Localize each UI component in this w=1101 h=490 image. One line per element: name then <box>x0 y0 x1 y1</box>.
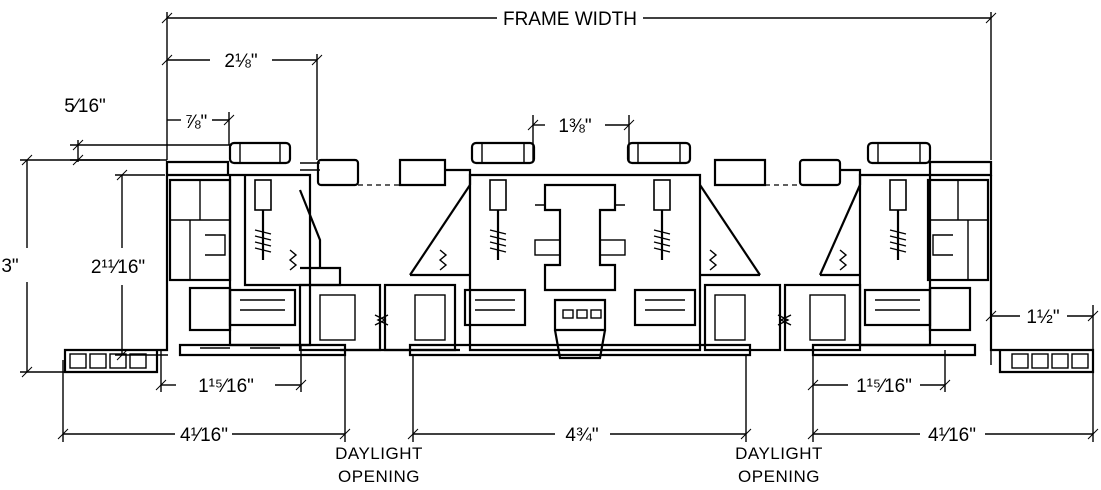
dim-7-8: ⅞" <box>185 112 208 133</box>
dim-3: 3" <box>1 256 18 277</box>
dim-2-1-8: 2⅛" <box>224 51 257 72</box>
daylight-opening-left-line1: DAYLIGHT <box>335 444 423 463</box>
daylight-opening-right-line2: OPENING <box>738 467 820 486</box>
daylight-opening-right-line1: DAYLIGHT <box>735 444 823 463</box>
dim-right-1-15-16: 1¹⁵⁄16" <box>856 376 912 397</box>
left-glazing-unit <box>298 283 460 352</box>
right-frame-section <box>798 141 1095 374</box>
dim-5-16: 5⁄16" <box>64 96 106 117</box>
dimension-lines <box>20 12 1099 442</box>
dim-1-3-8: 1⅜" <box>558 116 591 137</box>
dim-left-4-1-16: 4¹⁄16" <box>180 425 228 446</box>
frame-width-label: FRAME WIDTH <box>503 9 637 30</box>
center-mullion-section <box>398 141 805 360</box>
dim-left-1-15-16: 1¹⁵⁄16" <box>198 376 254 397</box>
dim-1-1-2: 1½" <box>1026 307 1059 328</box>
dim-2-11-16: 2¹¹⁄16" <box>91 257 145 278</box>
left-frame-section <box>63 141 400 374</box>
dim-center-4-3-4: 4¾" <box>565 425 598 446</box>
right-glazing-unit <box>703 283 862 352</box>
daylight-opening-left-line2: OPENING <box>338 467 420 486</box>
dimension-text: FRAME WIDTH 2⅛" 1⅜" 5⁄16" ⅞" 3" 2¹¹⁄16" … <box>1 9 1059 486</box>
dim-right-4-1-16: 4¹⁄16" <box>928 425 976 446</box>
